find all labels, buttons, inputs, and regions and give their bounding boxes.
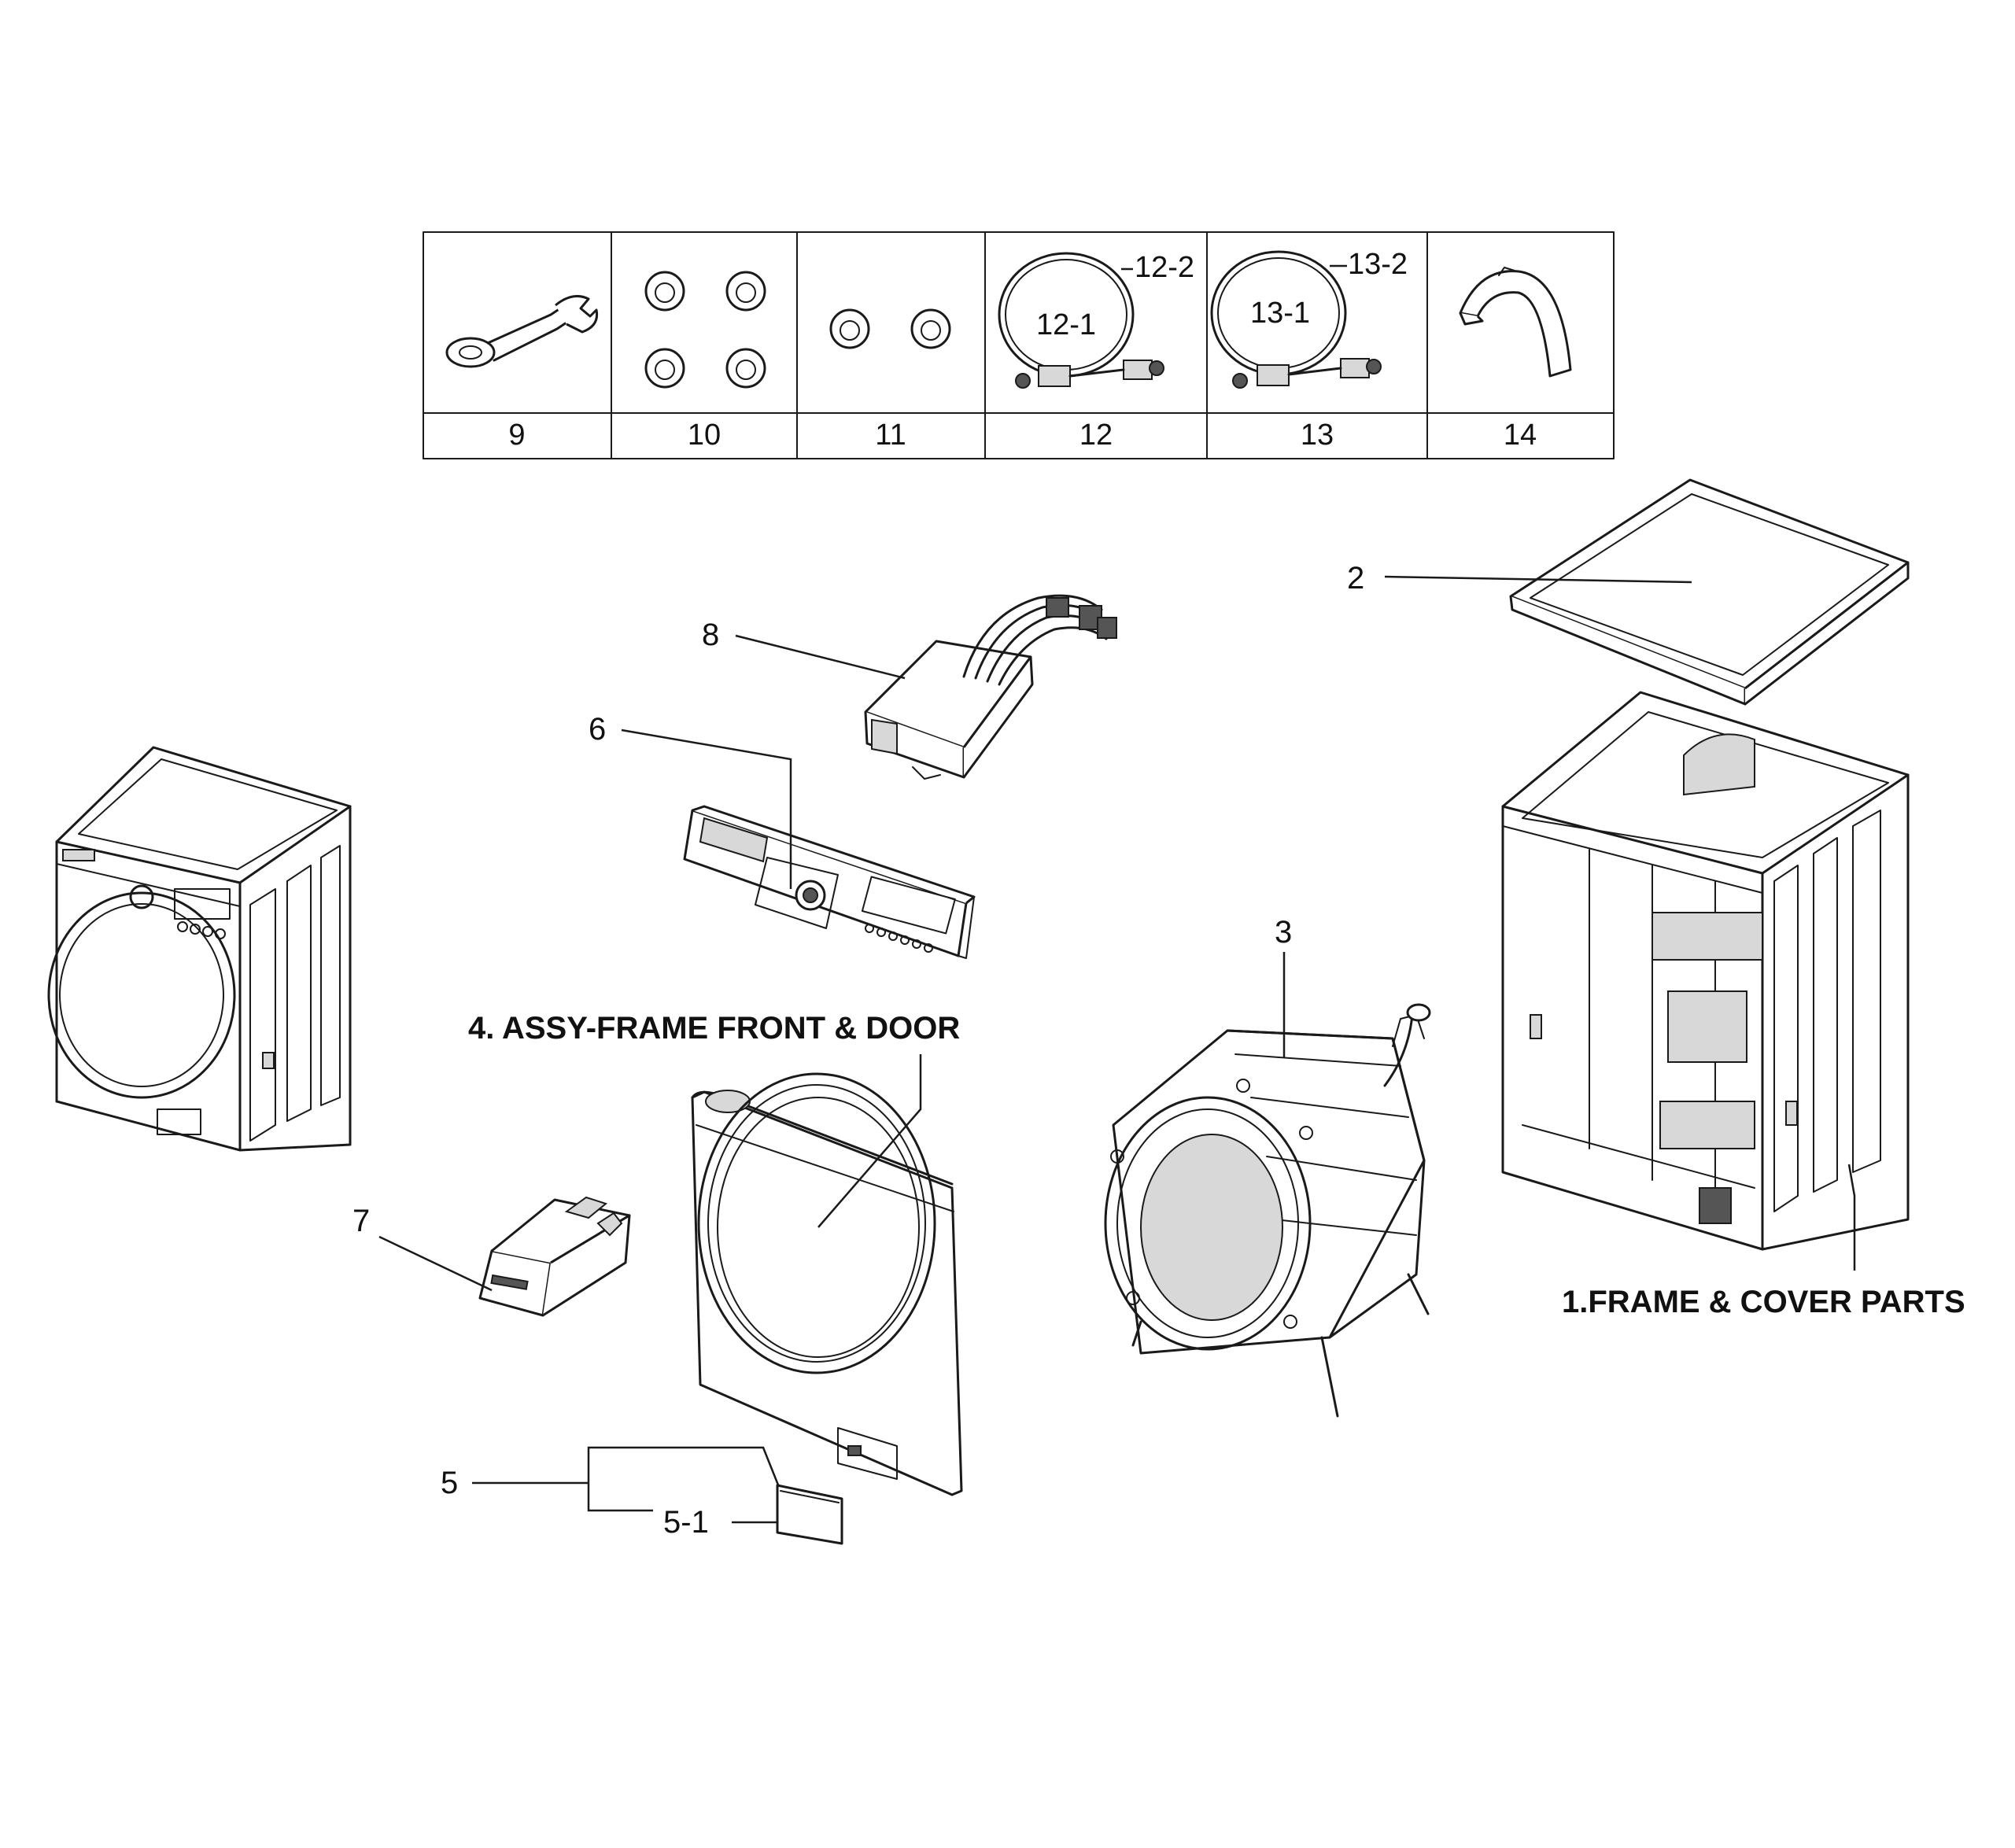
two-caps-icon — [829, 308, 951, 349]
four-caps-icon — [644, 271, 766, 389]
hose-guide-icon — [1459, 267, 1572, 378]
cabinet-frame-illustration — [1501, 691, 1910, 1251]
cell-label-11: 11 — [875, 419, 906, 452]
cell-label-14: 14 — [1504, 419, 1537, 452]
sub-label-13-2: 13-2 — [1348, 248, 1408, 281]
callout-1-title: 1.FRAME & COVER PARTS — [1562, 1285, 1965, 1319]
inlet-hose-icon — [1210, 250, 1382, 389]
callout-7: 7 — [352, 1204, 370, 1238]
cell-label-9: 9 — [508, 419, 525, 452]
service-cover-illustration — [776, 1484, 843, 1545]
inlet-hose-icon — [998, 252, 1164, 389]
frame-front-door-illustration — [691, 1072, 963, 1496]
callout-5: 5 — [441, 1466, 458, 1500]
top-cover-illustration — [1509, 478, 1910, 706]
cell-label-10: 10 — [688, 419, 721, 452]
callout-4-title: 4. ASSY-FRAME FRONT & DOOR — [468, 1011, 960, 1046]
callout-2: 2 — [1347, 561, 1364, 596]
sub-label-13-1: 13-1 — [1250, 297, 1310, 330]
control-panel-illustration — [683, 805, 976, 959]
sub-label-12-2: 12-2 — [1135, 251, 1194, 284]
cell-label-12: 12 — [1079, 419, 1113, 452]
callout-6: 6 — [589, 712, 606, 747]
tub-assembly-illustration — [1104, 1003, 1431, 1418]
callout-leaders — [378, 575, 1856, 1524]
cell-label-13: 13 — [1301, 419, 1334, 452]
pcb-assembly-illustration — [864, 594, 1117, 780]
callout-3: 3 — [1275, 915, 1292, 950]
accessory-table: 9 10 11 12 13 14 12-1 12-2 13-1 13-2 — [423, 231, 1615, 459]
sub-label-12-1: 12-1 — [1036, 308, 1096, 341]
detergent-drawer-illustration — [478, 1196, 631, 1317]
callout-5-1: 5-1 — [663, 1505, 709, 1540]
assembled-washer-illustration — [47, 746, 352, 1152]
callout-8: 8 — [702, 618, 719, 652]
wrench-icon — [445, 294, 599, 368]
